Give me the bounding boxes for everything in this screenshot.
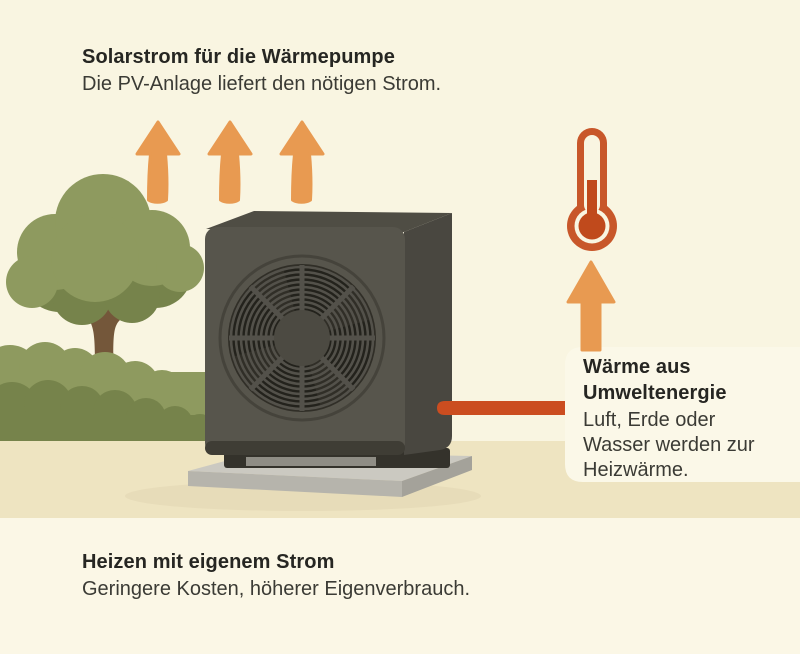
pump-side-face [404, 213, 452, 455]
bush-front [0, 380, 216, 446]
solar-section-subtitle: Die PV-Anlage liefert den nötigen Strom. [82, 73, 442, 95]
tree-illustration [6, 174, 204, 402]
pump-bottom-band [205, 441, 405, 455]
footer-band [0, 518, 800, 654]
solar-section-title: Solarstrom für die Wärmepumpe [82, 46, 395, 68]
ambient-info-card [565, 347, 800, 482]
tree-canopy [6, 174, 204, 325]
pump-plinth-rail [246, 457, 376, 466]
heat-arrow-icon [566, 260, 616, 352]
pump-top-face [206, 211, 452, 232]
up-arrow-icon [207, 120, 253, 204]
heating-section: Heizen mit eigenem Strom Geringere Koste… [82, 549, 602, 602]
heating-section-subtitle: Geringere Kosten, höherer Eigenverbrauch… [82, 578, 471, 600]
ambient-section-title: Wärme aus Umweltenergie [583, 356, 727, 404]
thermometer-icon [567, 128, 617, 251]
ambient-section: Wärme aus Umweltenergie Luft, Erde oder … [583, 354, 785, 483]
solar-section: Solarstrom für die Wärmepumpe Die PV-Anl… [82, 44, 562, 97]
heating-section-title: Heizen mit eigenem Strom [82, 551, 335, 573]
ambient-section-subtitle: Luft, Erde oder Wasser werden zur Heizwä… [583, 409, 755, 481]
solar-arrows-icon [135, 120, 325, 204]
up-arrow-icon [279, 120, 325, 204]
heat-pump-unit [205, 211, 452, 468]
fan-hub [274, 310, 330, 366]
fan-grille [218, 254, 386, 422]
grille-spokes [229, 265, 375, 411]
up-arrow-icon [135, 120, 181, 204]
bushes-illustration [0, 342, 225, 446]
heat-pipe-icon [437, 401, 568, 415]
